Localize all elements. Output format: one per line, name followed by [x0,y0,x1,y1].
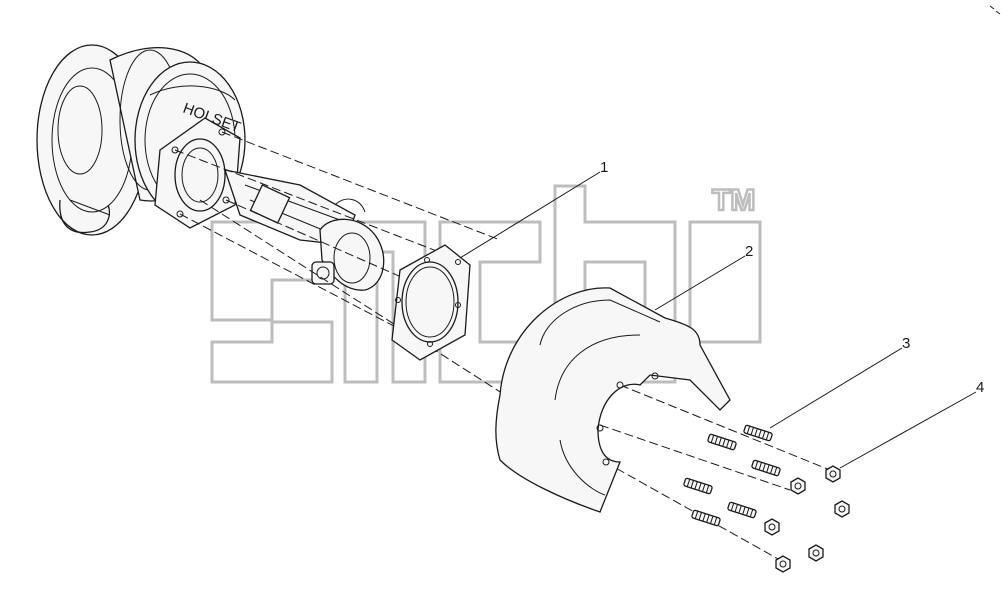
nut [764,518,780,536]
nut [825,465,841,483]
stud [691,509,721,527]
callout-label: 4 [976,379,984,396]
watermark-tm: TM [712,184,755,217]
stud [683,477,713,495]
alignment-lines [174,131,831,561]
callout-3: 3 [769,335,910,429]
callout-1: 1 [459,159,608,259]
nut [808,544,824,562]
turbocharger: HOLSET [36,44,385,291]
nut [790,477,806,495]
callout-label: 1 [600,159,608,176]
studs [683,424,781,527]
stud [707,433,737,451]
stud [751,459,781,477]
nut [775,555,791,573]
callout-label: 2 [745,243,753,260]
callout-2: 2 [654,243,753,311]
stud [727,501,757,519]
gasket [391,244,471,361]
callout-label: 3 [902,335,910,352]
nuts [764,465,850,573]
nut [834,500,850,518]
callout-4: 4 [839,379,984,469]
corner-marks [989,5,1001,15]
stud [743,424,773,442]
heat-shield [495,287,731,513]
